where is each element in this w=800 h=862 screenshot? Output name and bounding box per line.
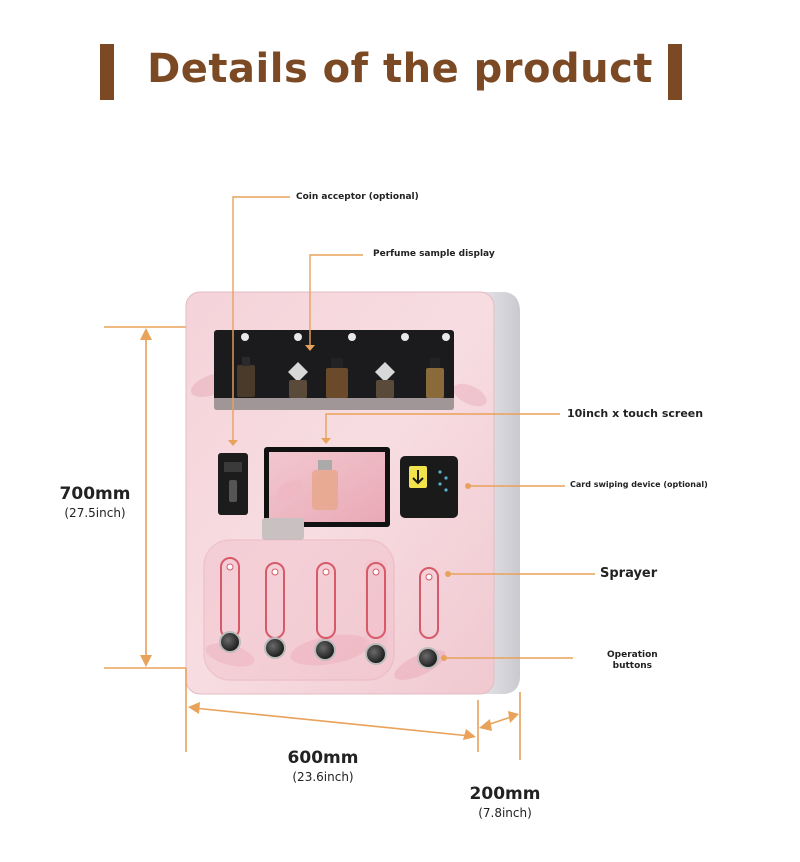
perfume-display-label: Perfume sample display bbox=[373, 249, 495, 259]
operation-button-5 bbox=[417, 647, 439, 669]
operation-button-3 bbox=[314, 639, 336, 661]
card-swiping-label: Card swiping device (optional) bbox=[570, 480, 708, 489]
width-inch: (23.6inch) bbox=[292, 770, 354, 784]
sprayer-4 bbox=[366, 562, 386, 639]
depth-inch: (7.8inch) bbox=[478, 806, 532, 820]
operation-button-2 bbox=[264, 637, 286, 659]
width-mm: 600mm bbox=[287, 748, 359, 768]
operation-button-1 bbox=[219, 631, 241, 653]
operation-buttons-label-line1: Operation bbox=[607, 650, 658, 660]
height-dimension: 700mm (27.5inch) bbox=[40, 484, 150, 520]
operation-buttons-label-line2: buttons bbox=[612, 661, 653, 671]
dimension-arrows bbox=[140, 328, 519, 740]
dimension-lines bbox=[104, 326, 521, 760]
callout-lines bbox=[232, 196, 595, 659]
card-swiping-device bbox=[400, 456, 458, 518]
width-dimension: 600mm (23.6inch) bbox=[268, 748, 378, 784]
sprayer-label: Sprayer bbox=[600, 566, 658, 581]
operation-button-4 bbox=[365, 643, 387, 665]
coin-acceptor-label: Coin acceptor (optional) bbox=[296, 192, 419, 202]
depth-dimension: 200mm (7.8inch) bbox=[450, 784, 560, 820]
sprayer-5 bbox=[419, 567, 439, 639]
operation-buttons bbox=[219, 631, 439, 669]
callout-markers bbox=[228, 345, 471, 661]
title-bar-right bbox=[668, 44, 682, 100]
title-bar-left bbox=[100, 44, 114, 100]
operation-buttons-label: Operation buttons bbox=[607, 650, 658, 672]
depth-mm: 200mm bbox=[469, 784, 541, 804]
height-inch: (27.5inch) bbox=[64, 506, 126, 520]
title-section: Details of the product bbox=[0, 42, 800, 102]
page-title: Details of the product bbox=[147, 46, 653, 92]
sprayer-3 bbox=[316, 562, 336, 639]
height-mm: 700mm bbox=[59, 484, 131, 504]
display-lights bbox=[241, 333, 450, 341]
touch-screen-label: 10inch x touch screen bbox=[567, 407, 704, 420]
perfume-bottles bbox=[237, 357, 444, 398]
